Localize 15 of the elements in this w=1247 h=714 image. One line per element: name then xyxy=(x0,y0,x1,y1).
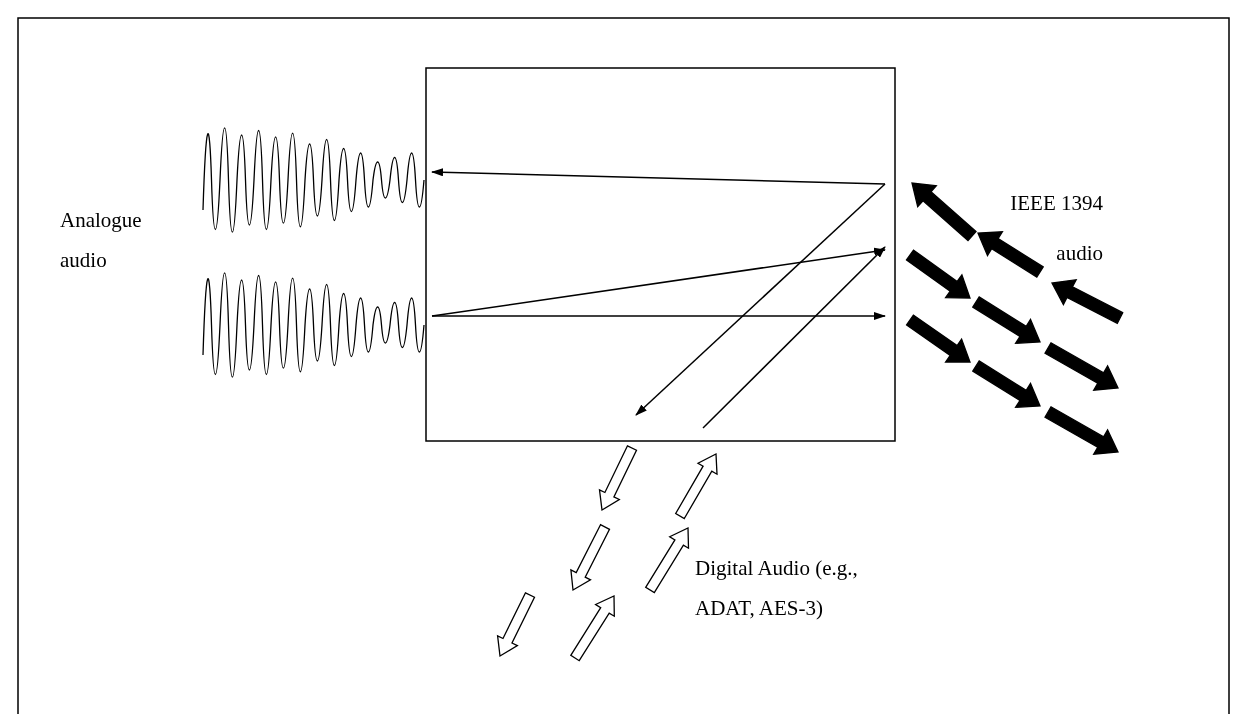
audio-label: Analogue audio xyxy=(60,207,143,274)
hollow-arrow-chain xyxy=(569,452,718,662)
hollow-arrow-chain xyxy=(496,444,638,658)
waveform-drawing xyxy=(202,127,425,233)
arrow xyxy=(635,183,886,416)
arrow xyxy=(702,246,886,429)
audio-label: Digital Audio (e.g., ADAT, AES-3) xyxy=(695,555,859,622)
block-arrow-chain xyxy=(905,314,1119,455)
block-arrow-chain xyxy=(911,182,1124,325)
waveform-drawing xyxy=(202,272,425,378)
arrow xyxy=(431,312,886,320)
arrow xyxy=(431,168,886,185)
block-arrow-chain xyxy=(905,249,1119,391)
audio-label: IEEE 1394 audio xyxy=(1009,190,1103,267)
device-box xyxy=(425,67,896,442)
